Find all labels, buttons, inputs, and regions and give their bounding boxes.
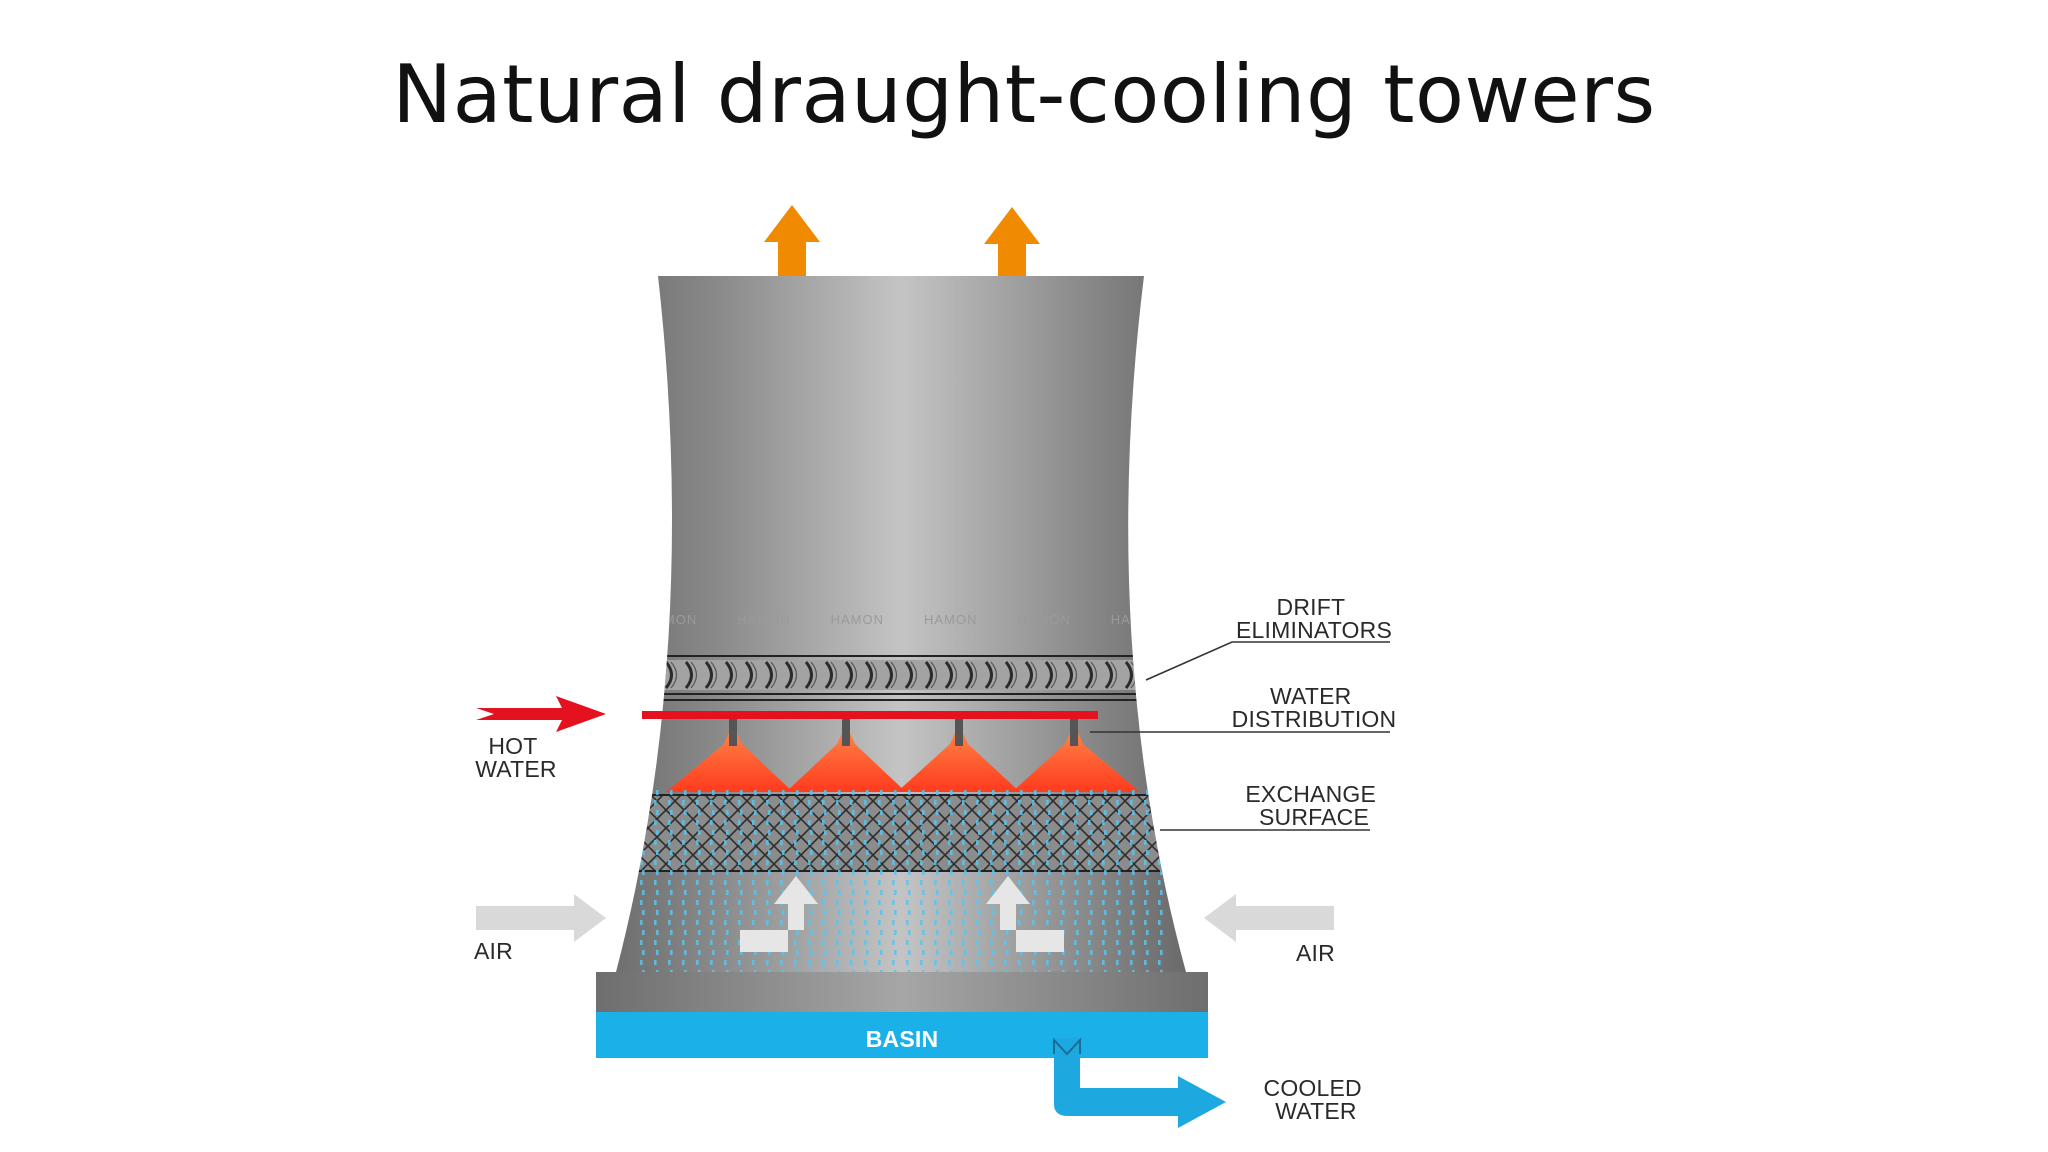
air-up-arrow-right-icon	[986, 876, 1064, 952]
basin-label: BASIN	[866, 1026, 939, 1052]
hot-water-label: HOT WATER	[475, 733, 557, 782]
air-arrow-left-icon	[476, 894, 606, 942]
leader-lines	[1090, 641, 1390, 831]
water-distribution-pipe	[642, 711, 1098, 719]
drift-eliminators	[616, 660, 1186, 690]
page-title: Natural draught-cooling towers	[392, 48, 1656, 141]
air-left-label: AIR	[474, 938, 513, 964]
exchange-surface	[616, 796, 1186, 870]
cooled-water-arrow-icon	[1054, 1038, 1226, 1128]
outlet-valve-icon	[1053, 1037, 1081, 1056]
air-up-arrow-left-icon	[740, 876, 818, 952]
cooled-water-label: COOLED WATER	[1264, 1075, 1369, 1124]
basin-wall	[596, 972, 1208, 1012]
air-right-label: AIR	[1296, 940, 1335, 966]
air-arrow-right-icon	[1204, 894, 1334, 942]
drift-eliminators-label: DRIFT ELIMINATORS	[1236, 594, 1392, 643]
exchange-surface-label: EXCHANGE SURFACE	[1245, 781, 1382, 830]
spray-cones	[666, 718, 1140, 792]
basin	[596, 1012, 1208, 1058]
water-distribution-label: WATER DISTRIBUTION	[1232, 683, 1397, 732]
hot-water-arrow-icon	[476, 696, 606, 732]
